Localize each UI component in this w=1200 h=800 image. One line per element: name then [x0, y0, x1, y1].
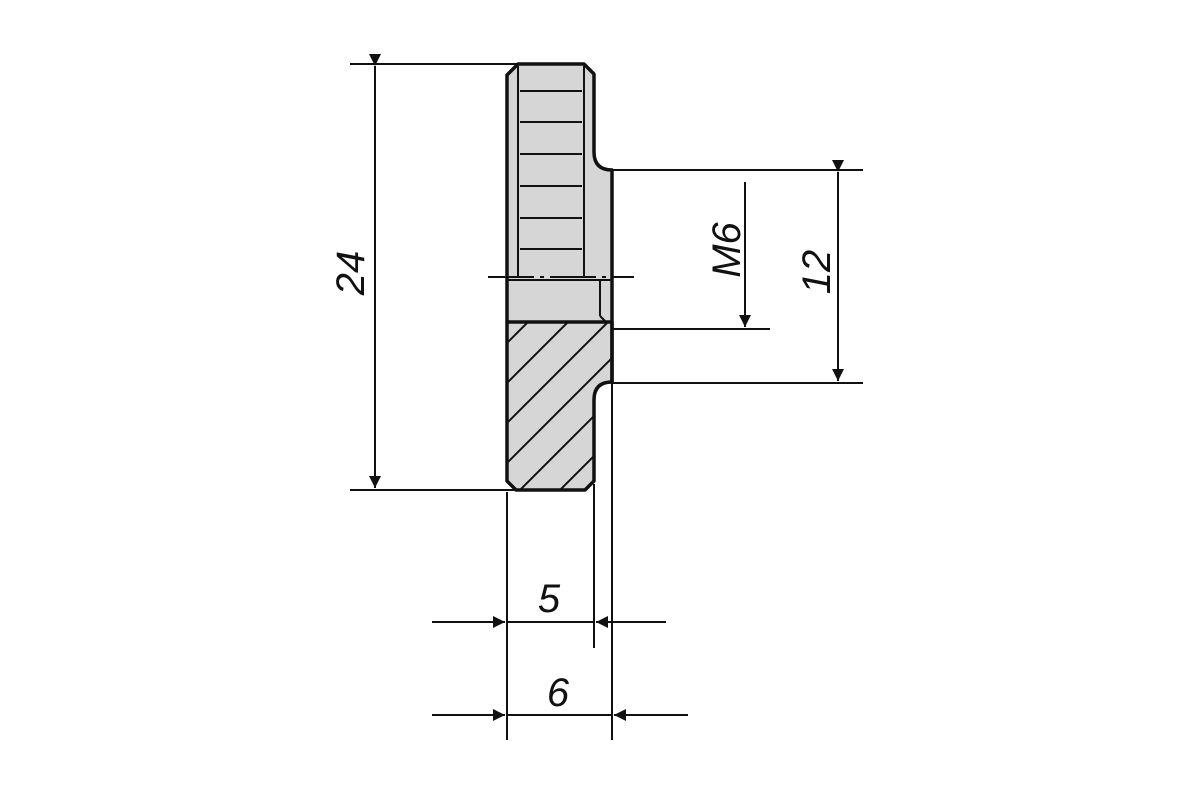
dimension-head-width: 5	[432, 577, 666, 628]
thread-bore	[507, 279, 612, 324]
part-body	[488, 62, 634, 492]
dimension-label-5: 5	[538, 577, 561, 621]
dimension-label-12: 12	[795, 250, 839, 295]
dimension-label-6: 6	[547, 671, 570, 715]
dimension-label-m6: M6	[705, 221, 749, 277]
section-hatching	[507, 322, 612, 490]
dimension-label-24: 24	[329, 251, 373, 297]
dimension-total-width: 6	[432, 671, 688, 721]
dimension-hub-diameter: 12	[795, 160, 844, 381]
dimension-overall-height: 24	[329, 54, 381, 488]
dimension-thread: M6	[705, 182, 751, 327]
extension-lines	[350, 63, 863, 740]
knurl-pattern	[517, 66, 585, 278]
